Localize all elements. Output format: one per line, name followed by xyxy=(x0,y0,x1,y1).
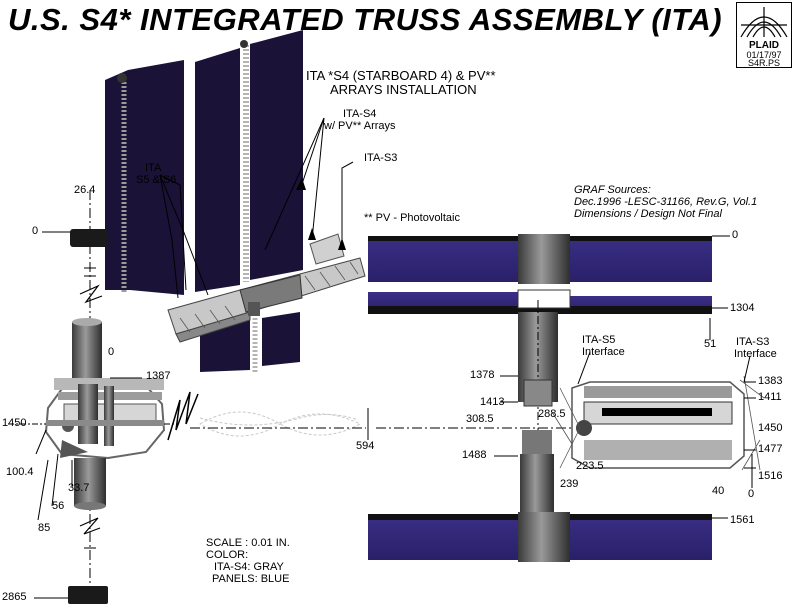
dim-51: 51 xyxy=(704,338,717,350)
side-view xyxy=(368,234,765,562)
dim-1378: 1378 xyxy=(470,369,495,381)
callout-ita-s56-line1: ITA xyxy=(145,162,162,174)
dim-1488: 1488 xyxy=(462,449,487,461)
plaid-logo: PLAID 01/17/97 S4R.PS xyxy=(736,2,792,68)
dim-1561: 1561 xyxy=(730,514,755,526)
logo-date: 01/17/97 xyxy=(746,50,782,60)
dim-26-4: 26.4 xyxy=(74,184,96,196)
dim-1516: 1516 xyxy=(758,470,783,482)
sources-ref: Dec.1996 -LESC-31166, Rev.G, Vol.1 xyxy=(574,196,758,208)
dim-308-5: 308.5 xyxy=(466,413,494,425)
pv-note: ** PV - Photovoltaic xyxy=(364,212,460,224)
dim-239: 239 xyxy=(560,478,579,490)
dim-1477: 1477 xyxy=(758,443,783,455)
callout-ita-s56-line2: S5 & S6 xyxy=(136,174,177,186)
isometric-view xyxy=(105,30,366,372)
dim-1387: 1387 xyxy=(146,370,171,382)
sources-note: Dimensions / Design Not Final xyxy=(574,208,722,220)
dim-1411: 1411 xyxy=(758,391,782,403)
end-view xyxy=(8,190,199,604)
heading-line2: ARRAYS INSTALLATION xyxy=(330,82,477,97)
pv-array-mid-right xyxy=(250,30,303,280)
dim-1304: 1304 xyxy=(730,302,755,314)
dim-40: 40 xyxy=(712,485,725,497)
logo-file: S4R.PS xyxy=(747,58,780,68)
envelope-beam xyxy=(199,411,362,437)
pv-array-mid-left xyxy=(195,48,240,292)
s3-interface-line2: Interface xyxy=(734,348,777,360)
logo-name: PLAID xyxy=(749,40,779,51)
dim-288-5: 288.5 xyxy=(538,408,566,420)
dim-1383: 1383 xyxy=(758,375,783,387)
dim-2865: 2865 xyxy=(2,591,27,603)
dim-594: 594 xyxy=(356,440,375,452)
scale-line: SCALE : 0.01 IN. xyxy=(206,537,290,549)
color-heading: COLOR: xyxy=(206,549,249,561)
callout-ita-s3: ITA-S3 xyxy=(364,152,398,164)
heading-line1: ITA *S4 (STARBOARD 4) & PV** xyxy=(306,68,496,83)
plaid-emblem-icon xyxy=(737,3,791,39)
s3-interface-line1: ITA-S3 xyxy=(736,336,770,348)
s5-interface-line1: ITA-S5 xyxy=(582,334,616,346)
dim-85: 85 xyxy=(38,522,51,534)
dim-right-0: 0 xyxy=(732,229,739,241)
dim-223-5: 223.5 xyxy=(576,460,604,472)
page-title: U.S. S4* INTEGRATED TRUSS ASSEMBLY (ITA) xyxy=(8,2,723,37)
callout-ita-s4-sub: w/ PV** Arrays xyxy=(324,120,396,132)
color-panels: PANELS: BLUE xyxy=(212,573,290,585)
dim-100-4: 100.4 xyxy=(6,466,34,478)
dim-right-0b: 0 xyxy=(748,488,755,500)
dim-left-0b: 0 xyxy=(108,346,115,358)
dim-56: 56 xyxy=(52,500,65,512)
dim-left-0: 0 xyxy=(32,225,39,237)
s5-interface-line2: Interface xyxy=(582,346,625,358)
dim-left-1450: 1450 xyxy=(2,417,27,429)
dim-33-7: 33.7 xyxy=(68,482,90,494)
callout-ita-s4: ITA-S4 xyxy=(343,108,377,120)
sources-title: GRAF Sources: xyxy=(574,184,651,196)
dim-right-1450: 1450 xyxy=(758,422,783,434)
dim-1413: 1413 xyxy=(480,396,505,408)
color-ita-s4: ITA-S4: GRAY xyxy=(214,561,284,573)
